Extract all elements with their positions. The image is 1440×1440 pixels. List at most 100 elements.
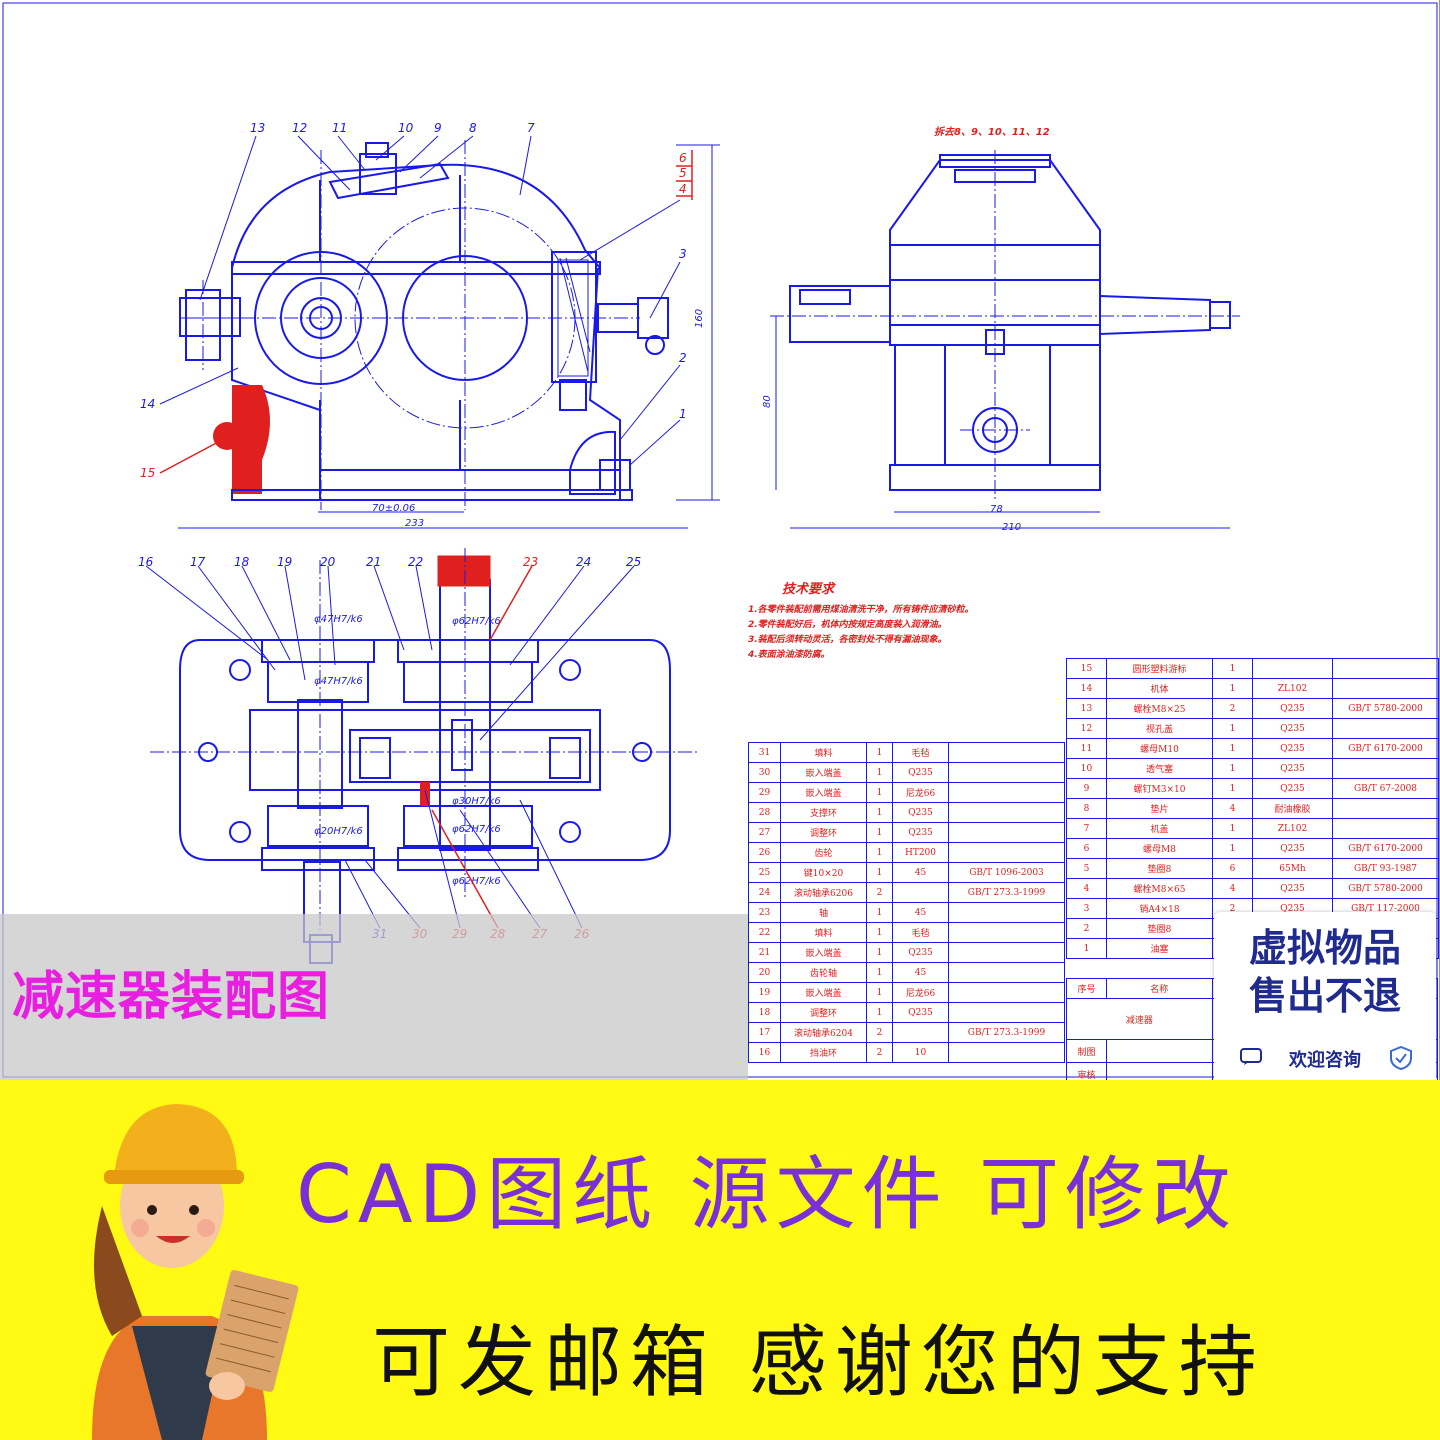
bom-cell: 45 — [892, 902, 949, 923]
bom-cell: Q235 — [1252, 698, 1333, 719]
bom-cell: 1 — [1212, 778, 1253, 799]
bom-header-number: 序号 — [1066, 978, 1107, 999]
sight-cover — [328, 162, 450, 200]
bom-cell: 45 — [892, 862, 949, 883]
bom-cell: Q235 — [1252, 878, 1333, 899]
drawn-by: 制图 — [1066, 1039, 1107, 1063]
bom-cell: 调整环 — [780, 822, 867, 843]
bom-cell: GB/T 6170-2000 — [1332, 738, 1439, 759]
bom-cell: 1 — [1212, 838, 1253, 859]
bom-cell: 1 — [866, 782, 893, 803]
chat-icon — [1240, 1048, 1262, 1065]
bom-cell: 14 — [1066, 678, 1107, 699]
bom-cell: 1 — [866, 1002, 893, 1023]
bom-cell: Q235 — [1252, 838, 1333, 859]
label-4: 4 — [679, 182, 687, 196]
bom-cell: 1 — [1212, 678, 1253, 699]
bom-cell — [892, 882, 949, 903]
bom-cell — [948, 802, 1065, 823]
bom-cell: 4 — [1066, 878, 1107, 899]
technical-requirements: 技术要求 1.各零件装配前需用煤油清洗干净，所有铸件应清砂粒。 2.零件装配好后… — [748, 578, 1078, 663]
bom-cell: 机体 — [1106, 678, 1213, 699]
dim-210: 210 — [1002, 522, 1021, 533]
bom-cell: 1 — [866, 962, 893, 983]
bom-cell: 1 — [866, 862, 893, 883]
fit-5: φ20H7/k6 — [314, 826, 363, 837]
bom-cell: 1 — [866, 822, 893, 843]
bom-cell — [948, 962, 1065, 983]
bom-cell — [1332, 758, 1439, 779]
bom-cell: 6 — [1066, 838, 1107, 859]
bom-cell: 1 — [1212, 718, 1253, 739]
bom-cell: 油塞 — [1106, 938, 1213, 959]
bom-cell: 滚动轴承6204 — [780, 1022, 867, 1043]
label-14: 14 — [140, 397, 155, 411]
dim-70: 70±0.06 — [372, 503, 415, 514]
bom-cell: 45 — [892, 962, 949, 983]
label-17: 17 — [190, 555, 206, 569]
bom-cell: 键10×20 — [780, 862, 867, 883]
bom-cell: GB/T 273.3-1999 — [948, 882, 1065, 903]
fit-2: φ47H7/k6 — [314, 676, 363, 687]
tech-title: 技术要求 — [782, 582, 835, 597]
promo-line-1: CAD图纸 源文件 可修改 — [296, 1148, 1238, 1241]
label-23: 23 — [523, 555, 538, 569]
bom-cell: 1 — [1066, 938, 1107, 959]
bom-cell: 1 — [866, 922, 893, 943]
bom-cell — [948, 1042, 1065, 1063]
badge-line-1: 虚拟物品 — [1248, 926, 1401, 970]
bom-cell: 26 — [748, 842, 781, 863]
bom-cell: 1 — [1212, 758, 1253, 779]
bom-cell: 螺钉M3×10 — [1106, 778, 1213, 799]
bom-cell: 视孔盖 — [1106, 718, 1213, 739]
bom-cell: 30 — [748, 762, 781, 783]
bom-cell — [1332, 818, 1439, 839]
tech-item: 4.表面涂油漆防腐。 — [748, 650, 830, 660]
tech-item: 1.各零件装配前需用煤油清洗干净，所有铸件应清砂粒。 — [748, 605, 974, 615]
bom-cell: 尼龙66 — [892, 982, 949, 1003]
bom-cell — [948, 922, 1065, 943]
bom-cell: ZL102 — [1252, 678, 1333, 699]
dim-233: 233 — [405, 518, 424, 529]
bom-cell: 1 — [1212, 658, 1253, 679]
label-19: 19 — [277, 555, 292, 569]
front-view: 233 70±0.06 160 13 12 11 10 9 8 7 6 — [140, 121, 720, 529]
bom-cell: 2 — [866, 1042, 893, 1063]
label-3: 3 — [679, 247, 687, 261]
bom-cell: 嵌入端盖 — [780, 782, 867, 803]
bom-cell: 10 — [1066, 758, 1107, 779]
no-refund-badge: 虚拟物品 售出不退 欢迎咨询 — [1214, 912, 1436, 1084]
bom-cell: 销A4×18 — [1106, 898, 1213, 919]
label-10: 10 — [398, 121, 414, 135]
bom-cell: GB/T 93-1987 — [1332, 858, 1439, 879]
bom-cell: 嵌入端盖 — [780, 942, 867, 963]
bom-cell: 滚动轴承6206 — [780, 882, 867, 903]
bom-cell: 1 — [866, 842, 893, 863]
bom-cell: 23 — [748, 902, 781, 923]
bom-cell: Q235 — [1252, 778, 1333, 799]
bom-cell: 1 — [866, 942, 893, 963]
label-11: 11 — [332, 121, 347, 135]
bom-cell: 1 — [1212, 738, 1253, 759]
promo-line-2: 可发邮箱 感谢您的支持 — [372, 1318, 1265, 1408]
label-9: 9 — [434, 121, 442, 135]
bom-cell: 13 — [1066, 698, 1107, 719]
dim-78: 78 — [990, 504, 1003, 515]
fit-1: φ47H7/k6 — [314, 614, 363, 625]
label-8: 8 — [469, 121, 477, 135]
assembly-name: 减速器 — [1066, 998, 1213, 1040]
bom-cell — [948, 782, 1065, 803]
bom-cell: 2 — [1066, 918, 1107, 939]
